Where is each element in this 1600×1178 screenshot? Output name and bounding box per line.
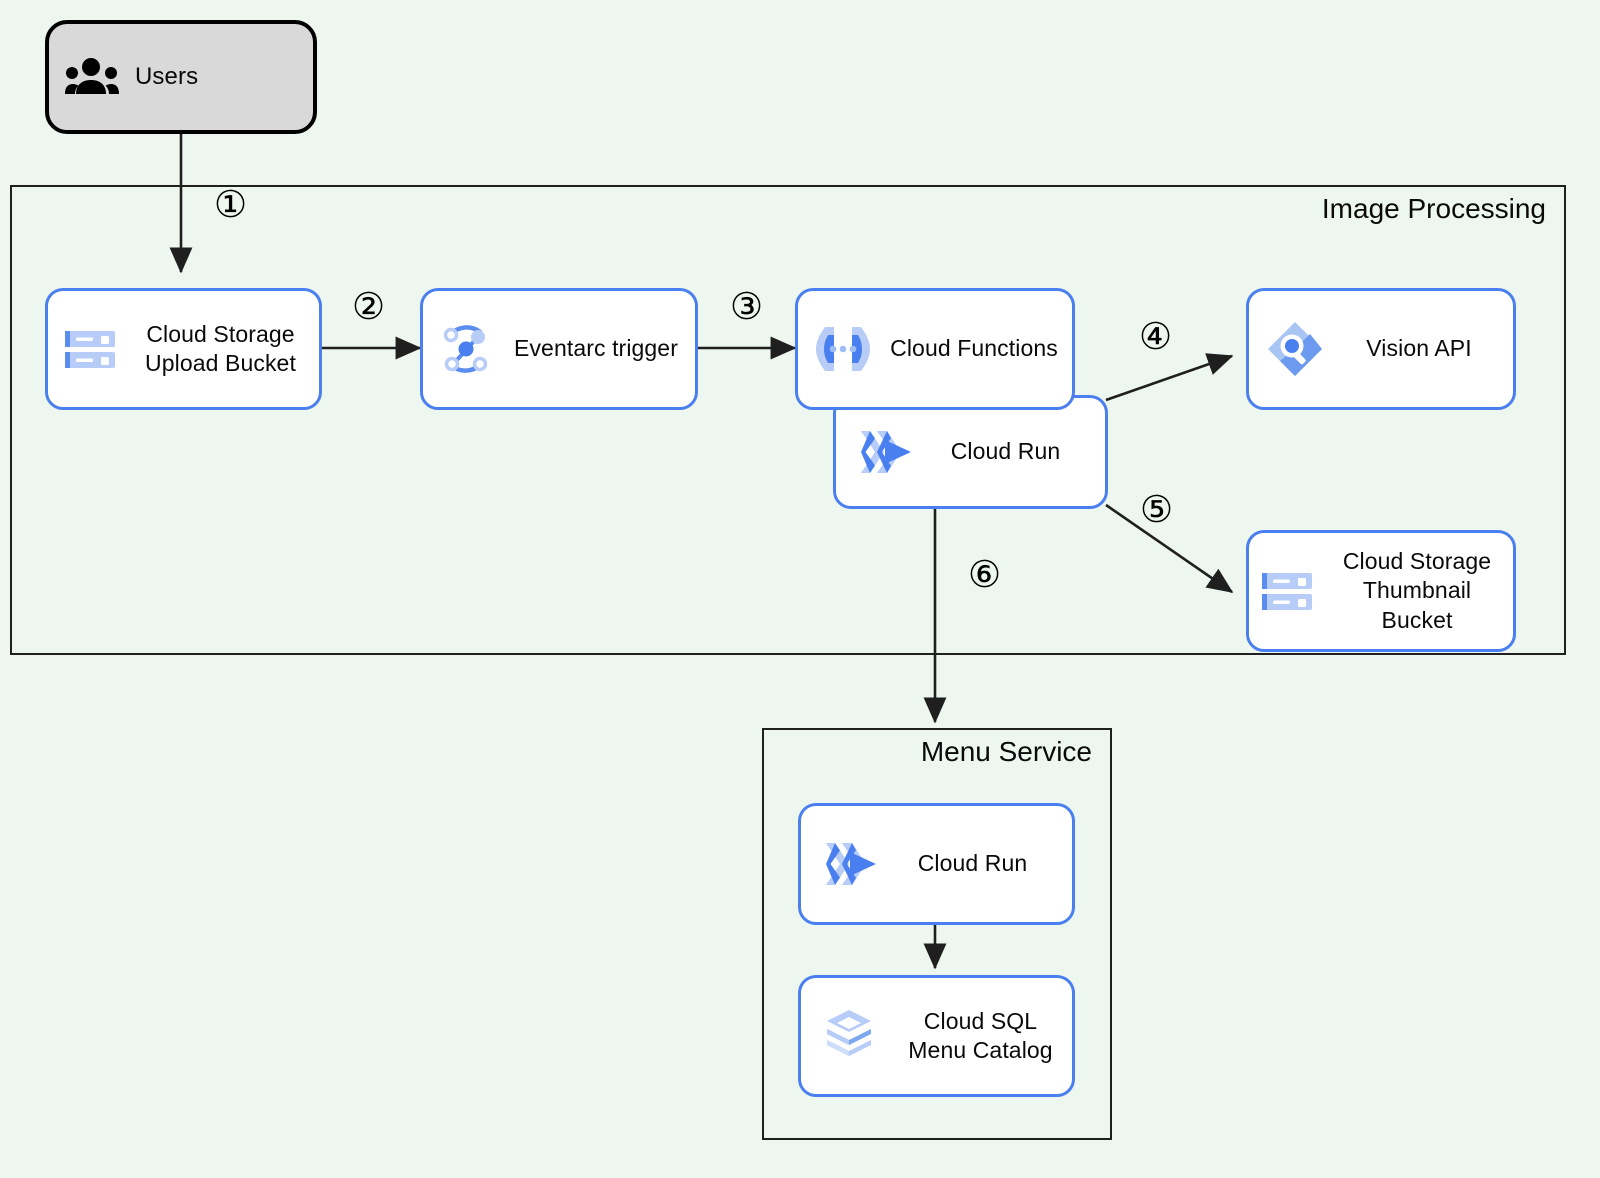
node-cloud-run-menu-service-label: Cloud Run	[917, 850, 1028, 877]
node-cloud-storage-thumbnail-bucket[interactable]: Cloud Storage Thumbnail Bucket	[1246, 530, 1516, 652]
step-badge-2: ②	[352, 285, 386, 328]
node-cloud-storage-upload-bucket[interactable]: Cloud Storage Upload Bucket	[45, 288, 322, 410]
node-eventarc-trigger-label: Eventarc trigger	[514, 335, 678, 362]
cloud-storage-icon	[48, 325, 132, 373]
cloud-run-icon	[801, 838, 901, 890]
node-cloud-run-image-processing[interactable]: Cloud Run	[833, 395, 1108, 509]
cloud-run-icon	[836, 426, 936, 478]
node-users[interactable]: Users	[45, 20, 317, 134]
node-eventarc-trigger[interactable]: Eventarc trigger	[420, 288, 698, 410]
node-cloud-sql-menu-catalog[interactable]: Cloud SQL Menu Catalog	[798, 975, 1075, 1097]
step-badge-4: ④	[1139, 315, 1173, 358]
step-badge-5: ⑤	[1140, 488, 1174, 531]
users-icon	[49, 57, 135, 97]
node-cloud-run-image-processing-label: Cloud Run	[950, 438, 1061, 465]
cloud-sql-icon	[801, 1007, 897, 1065]
group-image-processing-title: Image Processing	[1321, 193, 1546, 224]
group-menu-service: Menu Service	[762, 728, 1112, 1140]
vision-api-icon	[1249, 319, 1341, 379]
node-users-label: Users	[135, 62, 199, 90]
eventarc-icon	[423, 321, 509, 377]
node-cloud-storage-upload-bucket-label: Cloud Storage Upload Bucket	[145, 320, 296, 376]
step-badge-6: ⑥	[968, 553, 1002, 596]
node-cloud-run-menu-service[interactable]: Cloud Run	[798, 803, 1075, 925]
node-cloud-functions[interactable]: Cloud Functions	[795, 288, 1075, 410]
cloud-functions-icon	[798, 323, 888, 375]
cloud-storage-icon	[1249, 567, 1325, 615]
group-menu-service-title: Menu Service	[920, 736, 1092, 767]
node-vision-api-label: Vision API	[1366, 335, 1472, 362]
node-cloud-storage-thumbnail-bucket-label: Cloud Storage Thumbnail Bucket	[1342, 547, 1492, 633]
node-cloud-sql-menu-catalog-label: Cloud SQL Menu Catalog	[908, 1007, 1053, 1063]
node-vision-api[interactable]: Vision API	[1246, 288, 1516, 410]
node-cloud-functions-label: Cloud Functions	[890, 335, 1058, 362]
step-badge-1: ①	[214, 183, 248, 226]
step-badge-3: ③	[730, 285, 764, 328]
group-image-processing: Image Processing	[10, 185, 1566, 655]
